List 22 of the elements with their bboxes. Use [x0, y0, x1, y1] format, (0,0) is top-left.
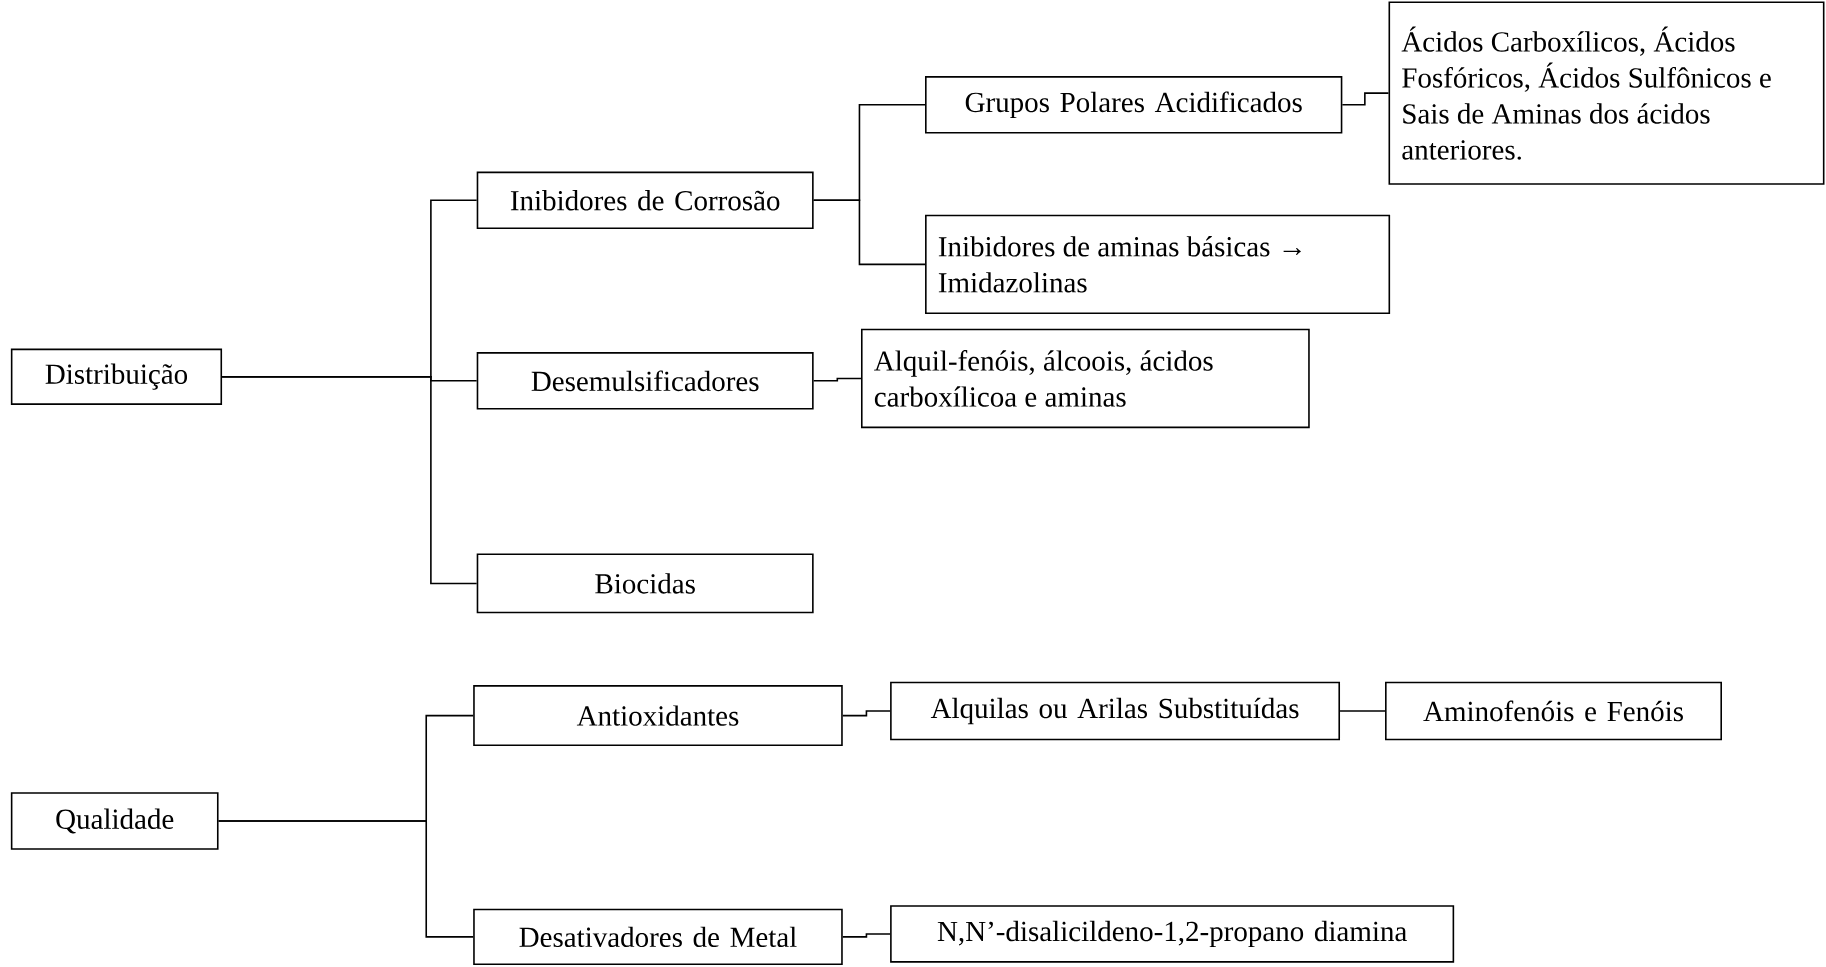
text-box: Distribuição — [10, 348, 223, 405]
connector-line — [841, 933, 891, 938]
connector-line — [812, 377, 862, 382]
text-box: Ácidos Carboxílicos, Ácidos Fosfóricos, Ácidos Sulfônicos e Sais de Aminas dos ácidos anteriores. — [1388, 1, 1825, 185]
connector-line — [1341, 92, 1390, 106]
text-box: Desativadores de Metal — [473, 908, 843, 966]
text-box: Aminofenóis e Fenóis — [1385, 681, 1722, 741]
text-box: Alquil-fenóis, álcoois, ácidos carboxílicoa e aminas — [861, 328, 1310, 429]
text-box: Inibidores de Corrosão — [476, 171, 814, 230]
connector-line — [812, 199, 926, 266]
text-box: Qualidade — [10, 792, 219, 850]
connector-line — [1339, 710, 1386, 712]
text-box: Grupos Polares Acidificados — [925, 76, 1343, 134]
text-box: Biocidas — [476, 553, 814, 614]
text-box: Antioxidantes — [473, 685, 843, 747]
text-box: Inibidores de aminas básicas → Imidazolinas — [925, 214, 1391, 315]
connector-line — [221, 375, 478, 585]
text-box: Desemulsificadores — [476, 352, 814, 410]
connector-line — [217, 820, 474, 938]
text-box: N,N’-disalicildeno-1,2-propano diamina — [890, 905, 1455, 963]
text-box: Alquilas ou Arilas Substituídas — [890, 681, 1341, 741]
connector-line — [841, 710, 891, 717]
